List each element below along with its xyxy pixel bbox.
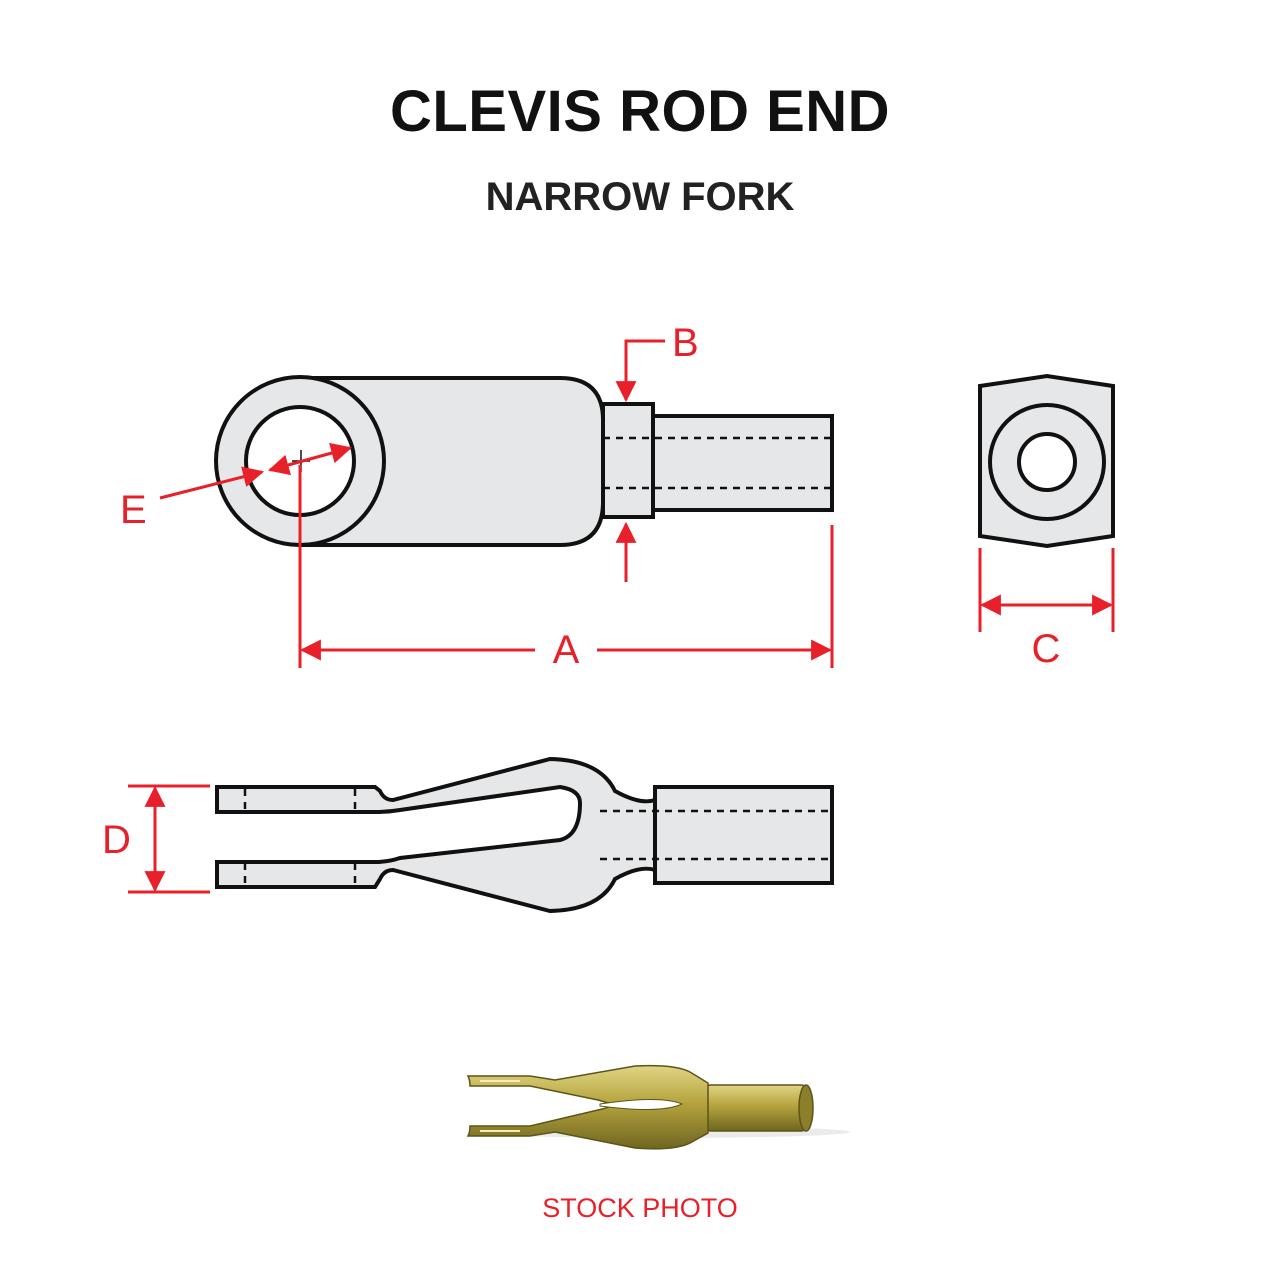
- side-shank: [653, 785, 834, 885]
- side-view: [215, 756, 834, 914]
- dim-e-inner: [267, 442, 353, 476]
- stock-photo-caption: STOCK PHOTO: [542, 1193, 738, 1223]
- stock-photo-part: [466, 1064, 850, 1150]
- end-view: [978, 373, 1115, 549]
- dim-b-label: B: [672, 321, 699, 365]
- dim-d-label: D: [102, 818, 131, 862]
- dim-e-leader: [159, 466, 265, 500]
- side-hidden-lines: [243, 789, 832, 886]
- dim-b-leader: [615, 339, 665, 403]
- page-subtitle: NARROW FORK: [485, 175, 795, 219]
- dim-e-label: E: [120, 488, 147, 532]
- dim-c-label: C: [1032, 627, 1061, 671]
- dimension-lines: [128, 339, 1115, 894]
- dim-a-label: A: [553, 628, 580, 672]
- page-title: CLEVIS ROD END: [389, 79, 891, 144]
- fork-body: [215, 756, 657, 914]
- shank: [650, 414, 834, 512]
- eye-body: [298, 376, 605, 547]
- end-hole: [1017, 432, 1077, 492]
- collar: [601, 402, 655, 519]
